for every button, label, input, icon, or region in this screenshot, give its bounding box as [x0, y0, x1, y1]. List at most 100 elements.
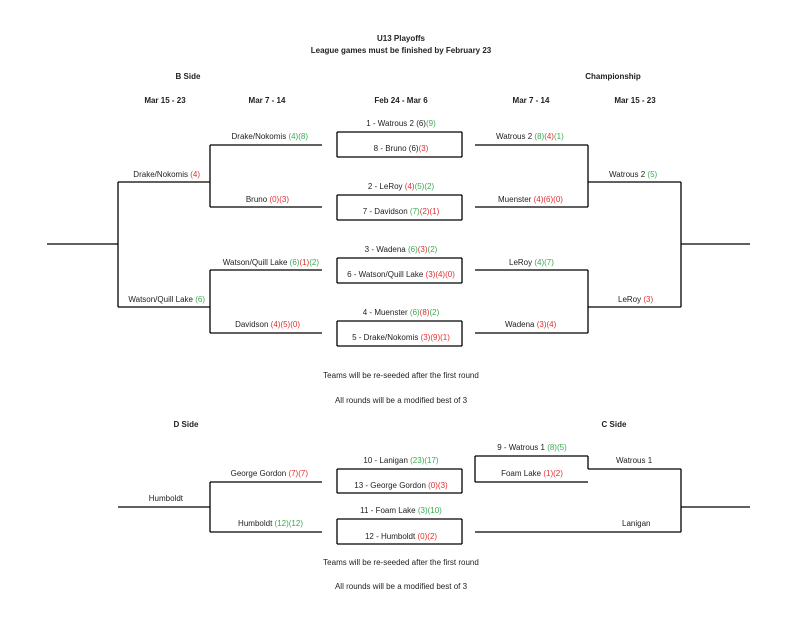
team-name: Wadena: [505, 320, 535, 329]
team-name: Watson/Quill Lake: [222, 258, 288, 267]
team-entry: Humboldt (12)(12): [238, 519, 303, 529]
score: (8): [298, 132, 308, 141]
column-right-outer: Mar 15 - 23: [614, 96, 656, 105]
score: (3): [417, 245, 428, 254]
score: (2): [427, 532, 438, 541]
team-entry: Watson/Quill Lake (6): [128, 295, 205, 305]
score: (0): [553, 195, 563, 204]
team-entry: Wadena (3)(4): [505, 320, 556, 330]
score: (3): [643, 295, 654, 304]
team-name: Lanigan: [622, 519, 651, 528]
score: (7): [409, 207, 420, 216]
score: (6): [543, 195, 554, 204]
score: (7): [288, 469, 299, 478]
team-entry: 10 - Lanigan (23)(17): [363, 456, 438, 466]
score: (4): [190, 170, 200, 179]
score: (0): [445, 270, 455, 279]
team-name: 3 - Wadena: [364, 245, 406, 254]
score: (23): [410, 456, 425, 465]
team-entry: Lanigan: [622, 519, 650, 529]
score: (6): [195, 295, 205, 304]
team-entry: Bruno (0)(3): [246, 195, 289, 205]
team-entry: 5 - Drake/Nokomis (3)(9)(1): [352, 333, 450, 343]
score: (0): [417, 532, 428, 541]
score: (7): [544, 258, 554, 267]
team-entry: Drake/Nokomis (4)(8): [232, 132, 308, 142]
page-title: U13 Playoffs: [376, 34, 426, 43]
team-entry: 3 - Wadena (6)(3)(2): [365, 245, 438, 255]
team-name: Watrous 2: [496, 132, 533, 141]
score: (2): [553, 469, 563, 478]
team-entry: LeRoy (4)(7): [509, 258, 554, 268]
team-entry: Watrous 1: [616, 456, 652, 466]
score: (5): [414, 182, 425, 191]
team-name: 10 - Lanigan: [363, 456, 408, 465]
team-name: Watson/Quill Lake: [128, 295, 193, 304]
team-entry: 8 - Bruno (6)(3): [374, 144, 429, 154]
team-name: Foam Lake: [501, 469, 542, 478]
score: (10): [427, 506, 442, 515]
score: (4): [404, 182, 415, 191]
score: (2): [424, 182, 435, 191]
team-name: 2 - LeRoy: [367, 182, 403, 191]
score: (2): [427, 245, 438, 254]
score: (6): [408, 144, 419, 153]
score: (5): [556, 443, 567, 452]
team-name: 9 - Watrous 1: [497, 443, 545, 452]
score: (5): [647, 170, 658, 179]
score: (8): [534, 132, 545, 141]
team-entry: Humboldt: [149, 494, 183, 504]
team-entry: 4 - Muenster (6)(8)(2): [363, 308, 439, 318]
team-name: LeRoy: [618, 295, 642, 304]
column-right-inner: Mar 7 - 14: [512, 96, 550, 105]
team-name: 1 - Watrous 2: [366, 119, 414, 128]
team-entry: 7 - Davidson (7)(2)(1): [363, 207, 440, 217]
team-name: 13 - George Gordon: [354, 481, 426, 490]
score: (4): [534, 258, 545, 267]
team-name: Humboldt: [238, 519, 273, 528]
score: (4): [533, 195, 544, 204]
team-entry: LeRoy (3): [618, 295, 653, 305]
team-entry: 1 - Watrous 2 (6)(9): [366, 119, 436, 129]
team-entry: George Gordon (7)(7): [231, 469, 308, 479]
score: (3): [417, 506, 428, 515]
column-left-inner: Mar 7 - 14: [248, 96, 286, 105]
score: (4): [435, 270, 446, 279]
score: (4): [288, 132, 299, 141]
column-left-outer: Mar 15 - 23: [144, 96, 186, 105]
team-name: LeRoy: [509, 258, 533, 267]
team-name: 4 - Muenster: [362, 308, 408, 317]
score: (9): [425, 119, 436, 128]
team-entry: Muenster (4)(6)(0): [498, 195, 563, 205]
score: (6): [416, 119, 426, 128]
score: (12): [288, 519, 303, 528]
note-reseed-lower: Teams will be re-seeded after the first …: [323, 558, 479, 567]
team-name: 5 - Drake/Nokomis: [352, 333, 419, 342]
team-entry: Watrous 2 (5): [609, 170, 657, 180]
section-championship: Championship: [585, 72, 641, 81]
team-entry: Davidson (4)(5)(0): [235, 320, 300, 330]
score: (3): [425, 270, 436, 279]
score: (3): [420, 333, 431, 342]
section-c-side: C Side: [601, 420, 627, 429]
score: (0): [290, 320, 300, 329]
score: (1): [299, 258, 310, 267]
score: (6): [289, 258, 300, 267]
score: (6): [409, 308, 420, 317]
column-center: Feb 24 - Mar 6: [374, 96, 428, 105]
score: (2): [419, 207, 430, 216]
team-name: George Gordon: [230, 469, 287, 478]
score: (1): [440, 333, 450, 342]
score: (6): [407, 245, 418, 254]
team-name: 7 - Davidson: [362, 207, 408, 216]
team-name: 12 - Humboldt: [364, 532, 416, 541]
score: (0): [428, 481, 438, 490]
section-b-side: B Side: [175, 72, 201, 81]
section-d-side: D Side: [173, 420, 199, 429]
score: (0): [269, 195, 280, 204]
note-reseed: Teams will be re-seeded after the first …: [323, 371, 479, 380]
team-name: Drake/Nokomis: [133, 170, 188, 179]
team-name: 8 - Bruno: [373, 144, 407, 153]
score: (2): [309, 258, 319, 267]
score: (3): [437, 481, 448, 490]
